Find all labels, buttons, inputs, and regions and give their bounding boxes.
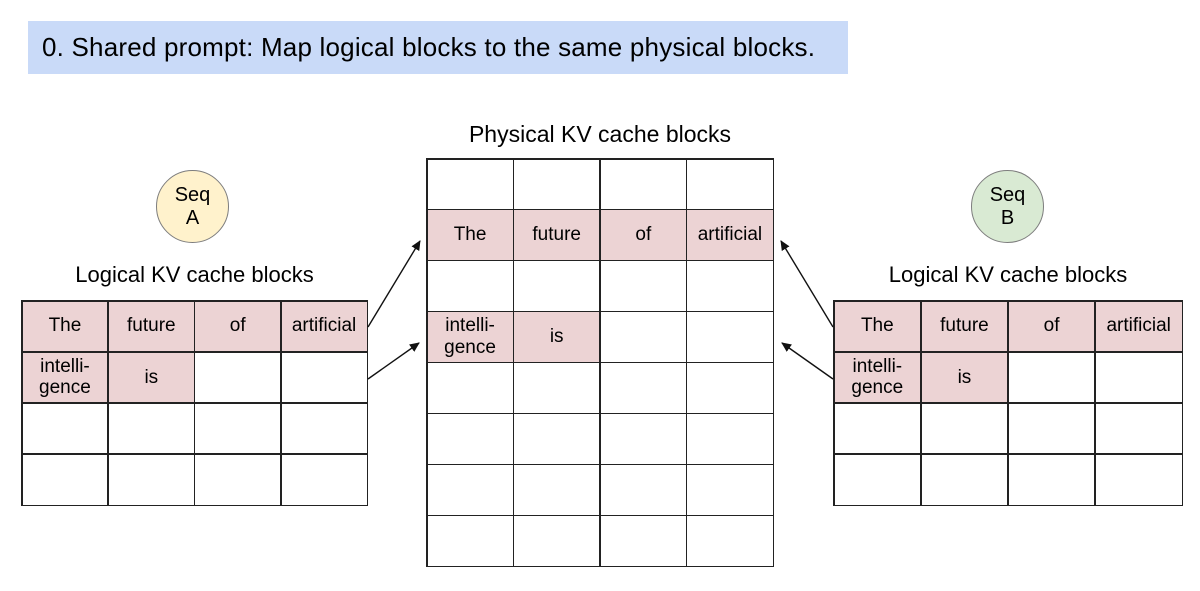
kv-block-cell: [921, 454, 1008, 505]
kv-block-cell: [514, 414, 600, 464]
seq-b-badge-line2: B: [1000, 206, 1015, 229]
kv-block-cell: artificial: [281, 301, 367, 352]
kv-block-cell: [1095, 403, 1182, 454]
kv-block-cell: future: [514, 210, 600, 260]
kv-block-cell: [600, 363, 686, 413]
seq-b-badge: Seq B: [971, 170, 1044, 243]
kv-block-cell: [1095, 352, 1182, 403]
seq-a-badge: Seq A: [156, 170, 229, 243]
kv-block-cell: [834, 454, 921, 505]
kv-block-cell: future: [108, 301, 194, 352]
seq-b-badge-line1: Seq: [989, 184, 1026, 207]
kv-block-cell: [108, 403, 194, 454]
kv-block-cell: [22, 454, 108, 505]
kv-block-cell: [600, 159, 686, 209]
logical-table-title-seq-a: Logical KV cache blocks: [75, 262, 314, 287]
kv-block-cell: [687, 312, 773, 362]
kv-block-cell: artificial: [1095, 301, 1182, 352]
kv-block-cell: [427, 516, 513, 566]
kv-block-cell: [427, 261, 513, 311]
logical-table-title-seq-b: Logical KV cache blocks: [888, 262, 1128, 287]
kv-block-cell: [195, 403, 281, 454]
kv-block-cell: is: [514, 312, 600, 362]
arrow-seq-a-block0-to-physical: [367, 240, 421, 328]
seq-a-badge-line1: Seq: [174, 184, 211, 207]
kv-block-cell: [427, 414, 513, 464]
kv-block-cell: [514, 261, 600, 311]
kv-block-cell: [514, 465, 600, 515]
kv-block-cell: [195, 352, 281, 403]
kv-block-cell: of: [1008, 301, 1095, 352]
kv-block-cell: [687, 363, 773, 413]
kv-block-cell: [600, 516, 686, 566]
kv-block-cell: The: [22, 301, 108, 352]
kv-block-cell: [1008, 454, 1095, 505]
kv-block-cell: [687, 414, 773, 464]
kv-block-cell: [514, 516, 600, 566]
kv-block-cell: of: [600, 210, 686, 260]
kv-block-cell: [514, 159, 600, 209]
kv-block-cell: [1008, 352, 1095, 403]
kv-block-cell: The: [834, 301, 921, 352]
kv-block-cell: artificial: [687, 210, 773, 260]
kv-block-cell: [22, 403, 108, 454]
kv-block-cell: [600, 414, 686, 464]
kv-block-cell: of: [195, 301, 281, 352]
kv-block-cell: [834, 403, 921, 454]
seq-a-badge-line2: A: [185, 206, 200, 229]
kv-block-cell: [427, 465, 513, 515]
kv-block-cell: future: [921, 301, 1008, 352]
kv-block-cell: [687, 159, 773, 209]
title-banner-text: 0. Shared prompt: Map logical blocks to …: [42, 32, 816, 62]
kv-block-cell: [687, 516, 773, 566]
kv-block-cell: is: [921, 352, 1008, 403]
kv-block-cell: [600, 465, 686, 515]
kv-block-cell: [281, 454, 367, 505]
kv-block-cell: [1095, 454, 1182, 505]
kv-block-cell: [108, 454, 194, 505]
kv-block-cell: [281, 352, 367, 403]
kv-block-cell: [514, 363, 600, 413]
kv-block-cell: intelli- gence: [22, 352, 108, 403]
kv-block-cell: [427, 159, 513, 209]
physical-table-title: Physical KV cache blocks: [468, 121, 732, 147]
kv-block-cell: [281, 403, 367, 454]
arrow-seq-a-block1-to-physical: [367, 342, 420, 380]
kv-block-cell: [427, 363, 513, 413]
kv-block-cell: [687, 261, 773, 311]
arrow-seq-b-block0-to-physical: [780, 240, 834, 328]
title-banner: 0. Shared prompt: Map logical blocks to …: [28, 21, 848, 74]
kv-block-cell: is: [108, 352, 194, 403]
kv-block-cell: The: [427, 210, 513, 260]
kv-block-cell: [921, 403, 1008, 454]
kv-block-cell: [600, 261, 686, 311]
kv-block-cell: [687, 465, 773, 515]
kv-block-cell: intelli- gence: [427, 312, 513, 362]
kv-block-cell: [600, 312, 686, 362]
kv-block-cell: intelli- gence: [834, 352, 921, 403]
kv-block-cell: [1008, 403, 1095, 454]
kv-block-cell: [195, 454, 281, 505]
arrow-seq-b-block1-to-physical: [781, 342, 834, 380]
